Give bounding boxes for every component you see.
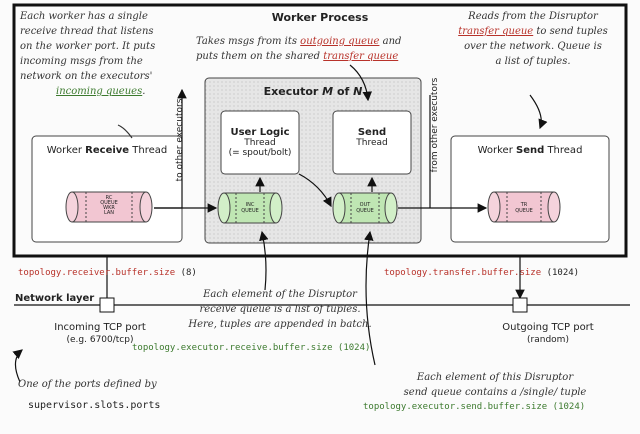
from-other-executors-label: from other executors: [430, 77, 440, 173]
worker-process-title: Worker Process: [271, 11, 369, 24]
send-thread-label: Worker Send Thread: [477, 145, 583, 156]
to-other-executors-label: to other executors: [175, 98, 185, 182]
incoming-port-label: Incoming TCP port (e.g. 6700/tcp): [54, 322, 146, 345]
outgoing-queue-cylinder: [332, 192, 398, 224]
note-send-thread: Takes msgs from its outgoing queue and p…: [196, 36, 402, 62]
outgoing-port-label: Outgoing TCP port (random): [502, 322, 594, 345]
send-label: Send Thread: [356, 127, 388, 148]
executor-receive-buffer-config: topology.executor.receive.buffer.size (1…: [132, 343, 371, 353]
note-worker-send-thread: Reads from the Disruptor transfer queue …: [458, 11, 608, 67]
note-receive-thread: Each worker has a single receive thread …: [20, 11, 156, 97]
send-box: [332, 110, 412, 175]
incoming-queue-cylinder: [217, 192, 283, 224]
user-logic-label: User Logic Thread (= spout/bolt): [228, 127, 292, 158]
flow-arrows: [12, 64, 548, 383]
outgoing-port-box: [512, 297, 528, 313]
supervisor-slots-config: supervisor.slots.ports: [28, 400, 161, 411]
receive-thread-label: Worker Receive Thread: [46, 145, 168, 156]
note-ports: One of the ports defined by: [18, 379, 157, 390]
receiver-buffer-config: topology.receiver.buffer.size (8): [18, 268, 197, 278]
transfer-queue-cylinder: [487, 191, 561, 223]
executor-send-buffer-config: topology.executor.send.buffer.size (1024…: [363, 402, 586, 412]
executor-title: Executor M of N: [263, 85, 363, 98]
receive-queue-cylinder: [65, 191, 153, 223]
incoming-port-box: [99, 297, 115, 313]
user-logic-box: [220, 110, 300, 175]
transfer-buffer-config: topology.transfer.buffer.size (1024): [384, 268, 580, 278]
network-layer-label: Network layer: [15, 293, 95, 304]
note-send-queue: Each element of this Disruptor send queu…: [403, 372, 587, 398]
worker-process-frame: [12, 3, 628, 258]
note-receive-queue: Each element of the Disruptor receive qu…: [188, 289, 372, 330]
